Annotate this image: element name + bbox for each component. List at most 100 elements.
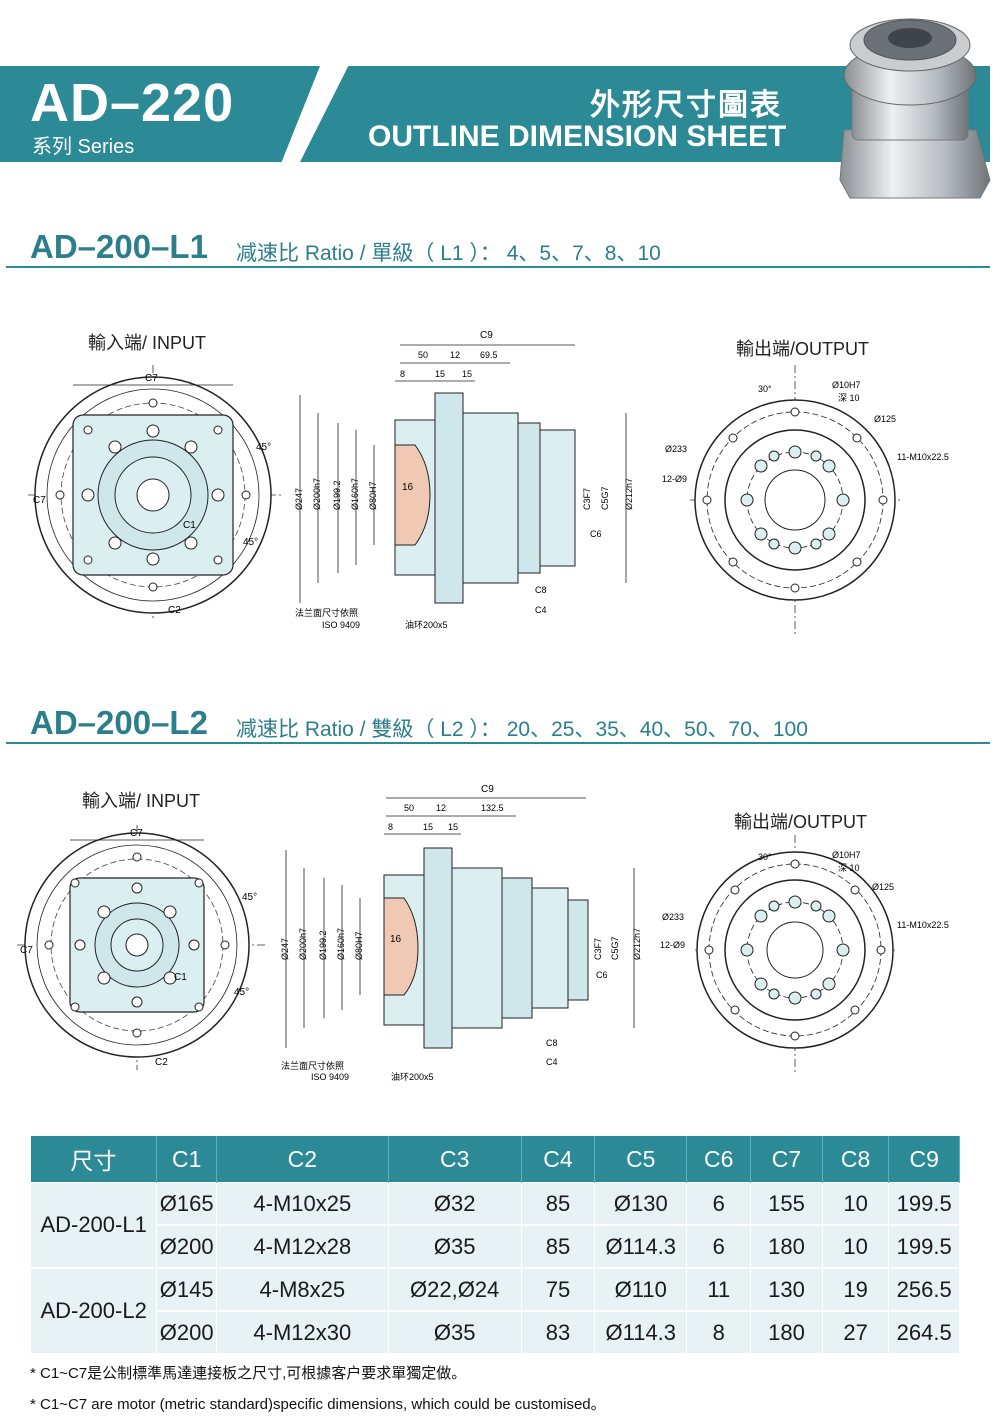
table-header-cell: C9: [888, 1136, 960, 1183]
l2-45deg-label-2: 45°: [234, 987, 249, 998]
table-header-cell: C2: [216, 1136, 389, 1183]
l2-side-view-drawing: C9 50 12 132.5 8 15 15 16 Ø247 Ø200h7 Ø1…: [280, 784, 642, 1082]
l2-output-label: 輸出端/OUTPUT: [734, 812, 867, 832]
sheet-title-cn: 外形尺寸圖表: [590, 89, 782, 122]
l2-d247-label: Ø247: [280, 938, 290, 960]
l1-45deg-label-2: 45°: [243, 537, 258, 548]
table-cell: 180: [750, 1310, 823, 1355]
l2-c2-label: C2: [155, 1057, 168, 1068]
l2-d10-label: Ø10H7: [832, 850, 861, 860]
l1-output-label: 輸出端/OUTPUT: [736, 339, 869, 359]
table-row: AD-200-L2 Ø145 4-M8x25 Ø22,Ø24 75 Ø110 1…: [29, 1267, 960, 1355]
table-cell: 19: [821, 1267, 890, 1312]
table-row: AD-200-L1 Ø165 4-M10x25 Ø32 85 Ø130 6 15…: [29, 1182, 960, 1269]
l2-c3-label: C3F7: [593, 938, 603, 960]
table-cell: 8: [686, 1310, 752, 1355]
l1-flange-note-2: ISO 9409: [322, 620, 360, 630]
table-cell: 264.5: [888, 1310, 960, 1355]
l1-input-label: 輸入端/ INPUT: [88, 333, 207, 353]
section-l2-ratio: 减速比 Ratio / 雙級（ L2 ）： 20、25、35、40、50、70、…: [236, 718, 808, 741]
table-cell: 4-M12x28: [216, 1224, 389, 1269]
l2-d125-label: Ø125: [872, 882, 894, 892]
l1-dim-50: 50: [418, 350, 428, 360]
l1-16-label: 16: [402, 482, 414, 493]
l2-d199-label: Ø199.2: [318, 930, 328, 960]
l2-dim-15b: 15: [448, 822, 458, 832]
l2-d212-label: Ø212h7: [632, 928, 642, 960]
table-header-row: 尺寸 C1 C2 C3 C4 C5 C6 C7 C8 C9: [30, 1136, 960, 1183]
section-l1-ratio: 减速比 Ratio / 單級（ L1 ）： 4、5、7、8、10: [236, 242, 661, 265]
table-header-cell: C6: [686, 1136, 752, 1183]
l1-c1-label: C1: [183, 520, 196, 531]
dimension-table: 尺寸 C1 C2 C3 C4 C5 C6 C7 C8 C9 AD-200-L1 …: [29, 1136, 960, 1355]
l1-c9-label: C9: [480, 330, 493, 341]
l2-c5-label: C5G7: [610, 936, 620, 960]
l1-oil-ring-label: 油环200x5: [405, 619, 448, 630]
l2-input-view-drawing: C7 C7 C1 C2 45° 45°: [17, 825, 267, 1070]
table-cell: Ø35: [387, 1310, 522, 1355]
l1-30deg-label: 30°: [758, 384, 772, 394]
l1-side-view-drawing: C9 50 12 69.5 8 15 15 16 Ø247 Ø200h7 Ø19…: [294, 330, 634, 630]
l1-dim-15a: 15: [435, 369, 445, 379]
l2-d233-label: Ø233: [662, 912, 684, 922]
table-cell: 4-M12x30: [216, 1310, 389, 1355]
l2-dim-132-5: 132.5: [481, 803, 504, 813]
table-cell: 4-M10x25: [216, 1182, 389, 1226]
table-cell: Ø114.3: [594, 1224, 688, 1269]
l1-d233-label: Ø233: [665, 444, 687, 454]
table-cell: Ø145: [156, 1267, 218, 1312]
table-cell: 6: [686, 1224, 752, 1269]
l1-dim-15b: 15: [462, 369, 472, 379]
series-banner: [0, 66, 320, 162]
table-cell: Ø200: [156, 1224, 218, 1269]
table-cell: 85: [520, 1182, 596, 1226]
table-cell: Ø32: [387, 1182, 522, 1226]
l2-oil-ring-label: 油环200x5: [391, 1071, 434, 1082]
l2-c7-top-label: C7: [130, 828, 143, 839]
table-cell: Ø114.3: [594, 1310, 688, 1355]
l2-dim-15a: 15: [423, 822, 433, 832]
table-cell: 85: [520, 1224, 596, 1269]
l1-c3-label: C3F7: [582, 488, 592, 510]
l2-c8-label: C8: [546, 1038, 558, 1048]
l2-d160-label: Ø160h7: [336, 928, 346, 960]
l1-d199-label: Ø199.2: [332, 480, 342, 510]
section-l2-divider: [6, 742, 990, 744]
table-cell: Ø130: [594, 1182, 688, 1226]
l2-m10-label: 11-M10x22.5: [897, 920, 949, 930]
l1-c7-side-label: C7: [33, 495, 46, 506]
footnote-en: * C1~C7 are motor (metric standard)speci…: [30, 1396, 606, 1413]
l1-m10-label: 11-M10x22.5: [897, 452, 949, 462]
table-cell: 75: [520, 1267, 596, 1312]
l1-dim-12: 12: [450, 350, 460, 360]
l1-deep10-label: 深 10: [838, 393, 860, 403]
l1-c4-label: C4: [535, 605, 547, 615]
l1-45deg-label-1: 45°: [256, 442, 271, 453]
table-header-cell: 尺寸: [30, 1136, 158, 1183]
table-cell: 6: [686, 1182, 752, 1226]
l2-c9-label: C9: [481, 784, 494, 795]
l1-d160-label: Ø160h7: [350, 478, 360, 510]
table-cell: Ø165: [156, 1182, 218, 1226]
l2-c7-side-label: C7: [20, 945, 33, 956]
model-cell: AD-200-L2: [29, 1267, 158, 1355]
l2-dim-8: 8: [388, 822, 393, 832]
gearbox-product-image: [839, 18, 991, 199]
l1-c2-label: C2: [168, 605, 181, 616]
l1-holes12-label: 12-Ø9: [662, 474, 687, 484]
table-cell: 180: [750, 1224, 823, 1269]
table-cell: Ø200: [156, 1310, 218, 1355]
table-cell: 199.5: [888, 1224, 960, 1269]
table-header-cell: C5: [594, 1136, 688, 1183]
l1-d125-label: Ø125: [874, 414, 896, 424]
model-cell: AD-200-L1: [29, 1182, 158, 1269]
l2-16-label: 16: [390, 934, 402, 945]
l1-flange-note-1: 法兰面尺寸依照: [295, 607, 358, 618]
l2-flange-note-2: ISO 9409: [311, 1072, 349, 1082]
series-title: AD–220: [30, 73, 235, 133]
section-l1-divider: [6, 266, 990, 268]
l2-d200-label: Ø200h7: [298, 928, 308, 960]
l1-output-view-drawing: 30° Ø10H7 深 10 Ø125 Ø233 12-Ø9 11-M10x22…: [662, 365, 949, 635]
l1-d212-label: Ø212h7: [624, 478, 634, 510]
table-cell: Ø22,Ø24: [387, 1267, 522, 1312]
